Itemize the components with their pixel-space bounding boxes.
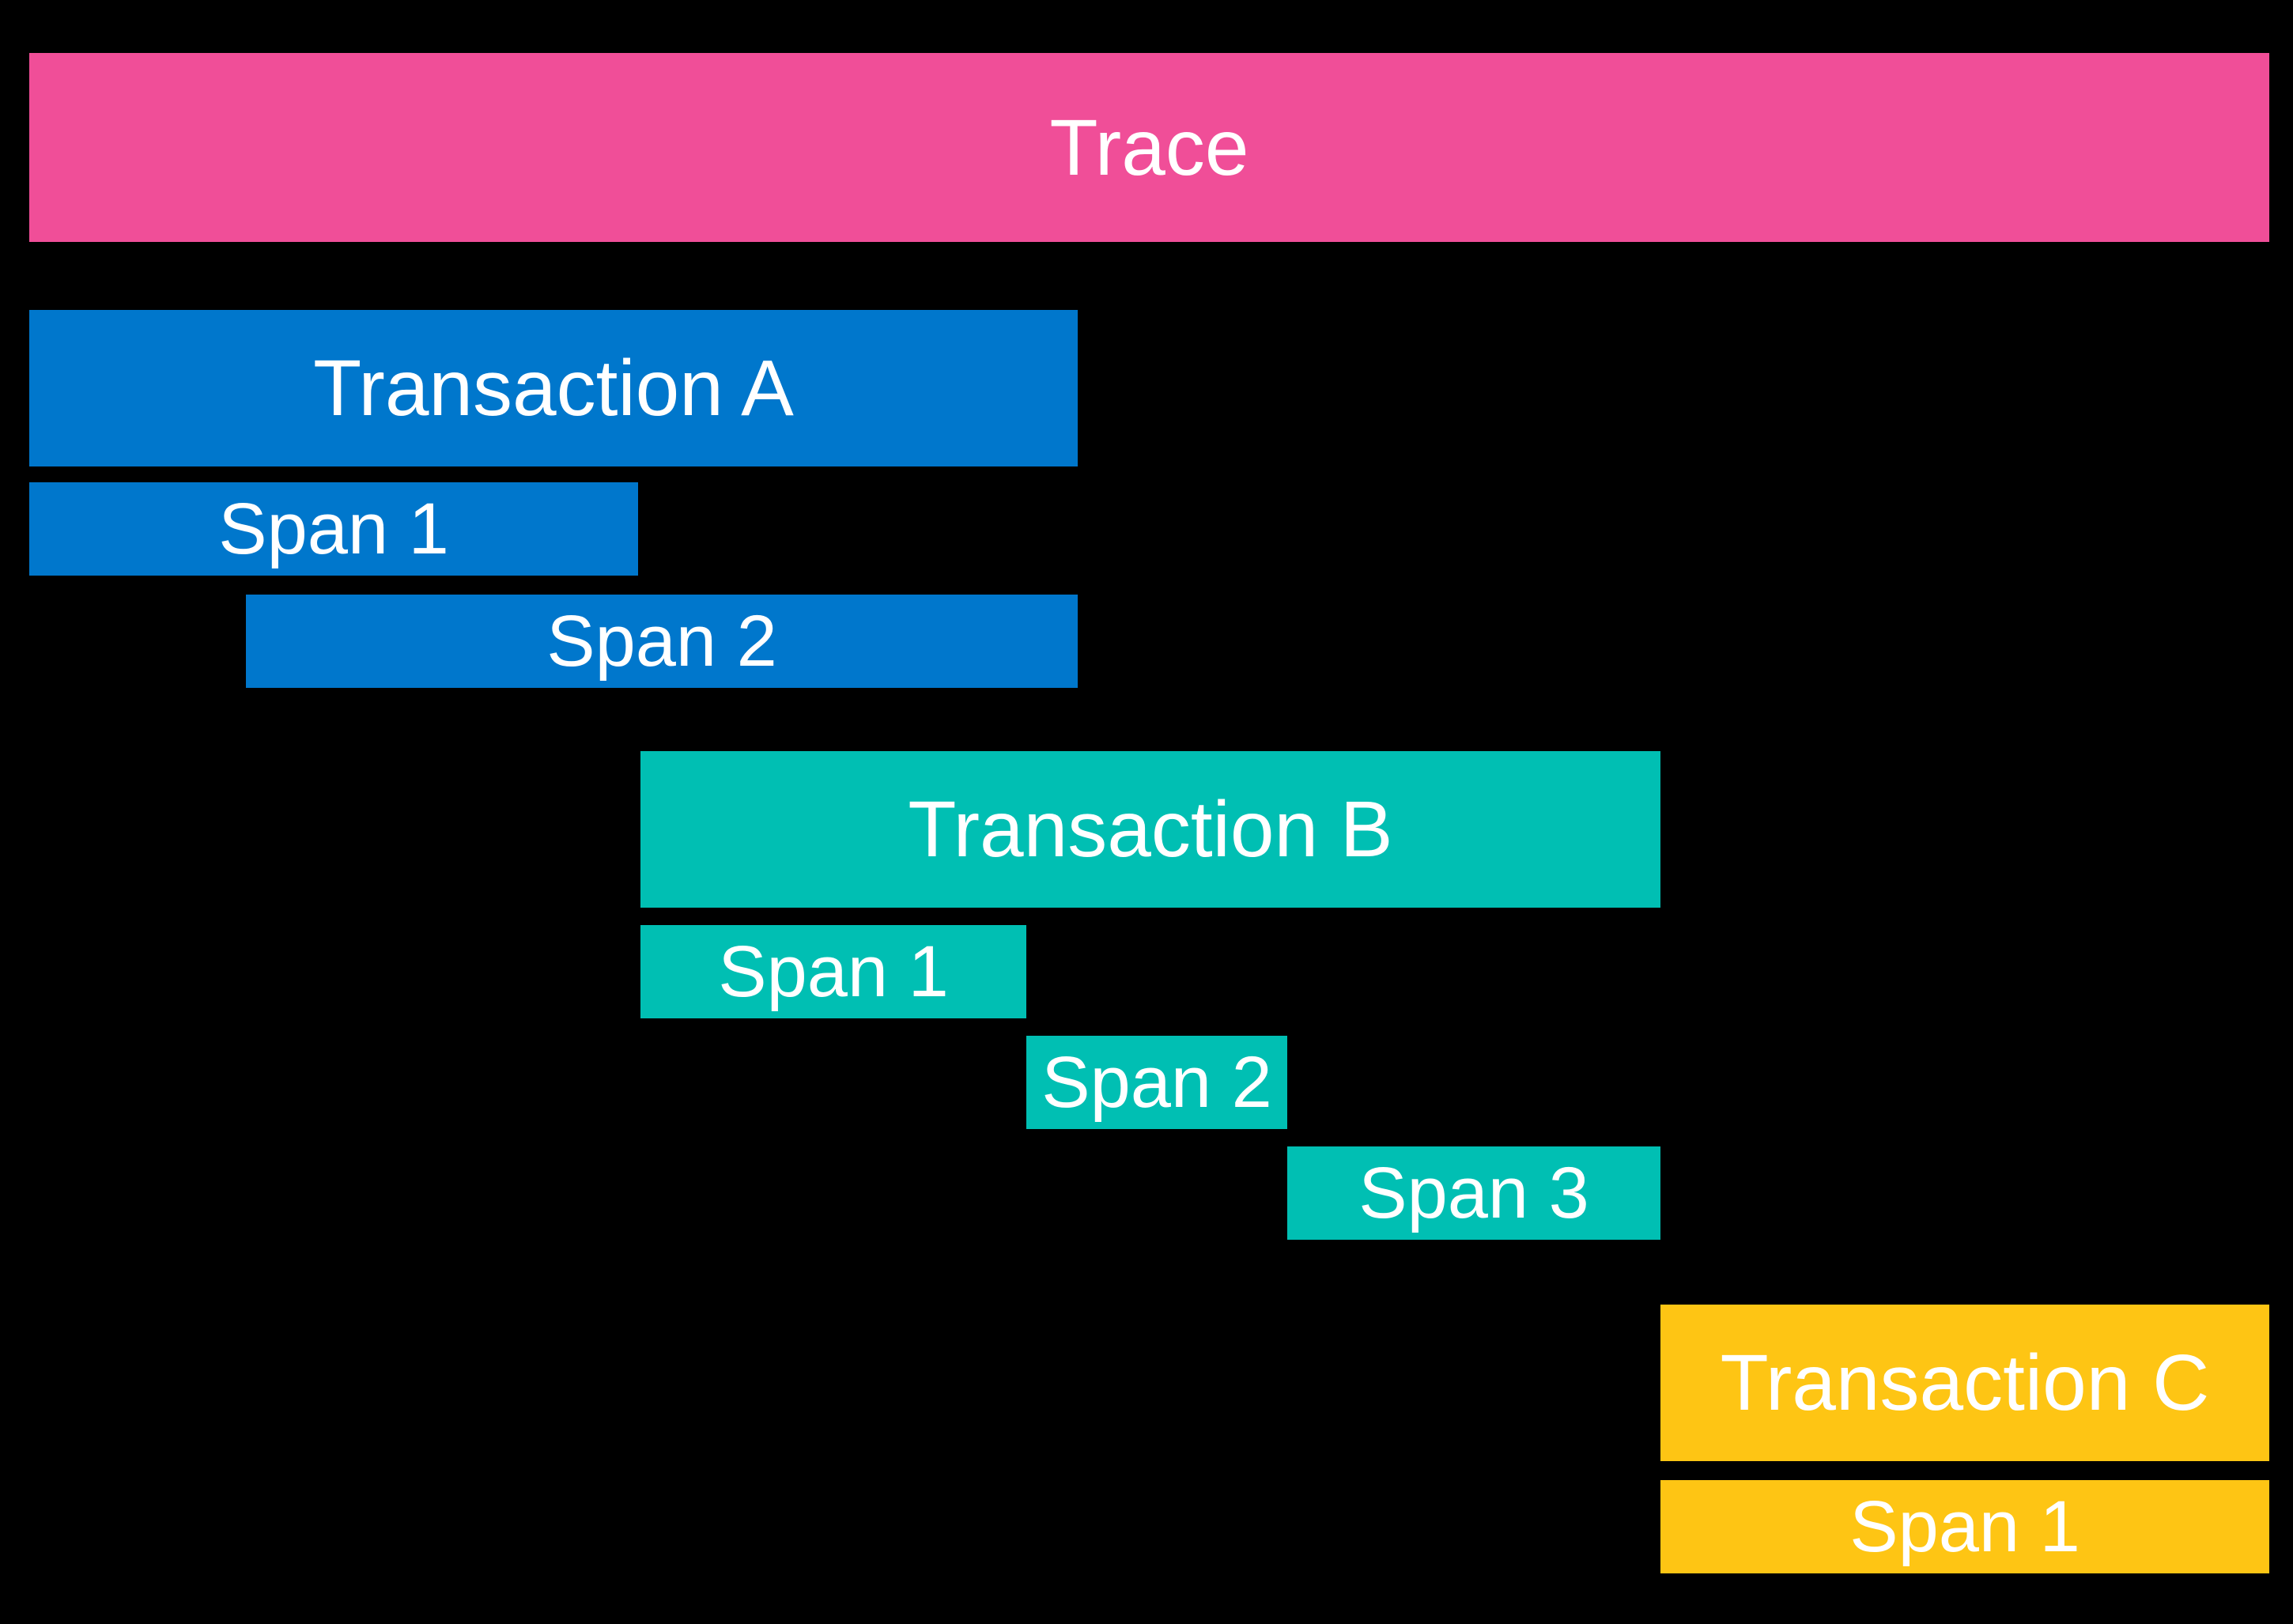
transaction-a-span-2-bar: Span 2: [246, 595, 1078, 688]
bar-label: Span 2: [1041, 1042, 1272, 1123]
trace-bar: Trace: [29, 53, 2269, 242]
bar-label: Trace: [1049, 103, 1249, 192]
transaction-b-span-1-bar: Span 1: [640, 925, 1026, 1018]
transaction-a-bar: Transaction A: [29, 310, 1078, 466]
transaction-b-span-2-bar: Span 2: [1026, 1036, 1287, 1129]
transaction-b-span-3-bar: Span 3: [1287, 1146, 1660, 1240]
bar-label: Transaction A: [313, 344, 794, 432]
bar-label: Span 1: [1849, 1486, 2080, 1567]
transaction-c-span-1-bar: Span 1: [1660, 1480, 2269, 1573]
bar-label: Span 1: [718, 931, 949, 1012]
bar-label: Transaction B: [908, 785, 1393, 874]
transaction-b-bar: Transaction B: [640, 751, 1660, 908]
bar-label: Span 2: [546, 601, 777, 682]
bar-label: Span 3: [1358, 1153, 1589, 1233]
transaction-c-bar: Transaction C: [1660, 1305, 2269, 1461]
bar-label: Span 1: [218, 489, 449, 569]
transaction-a-span-1-bar: Span 1: [29, 482, 638, 576]
bar-label: Transaction C: [1720, 1339, 2210, 1427]
